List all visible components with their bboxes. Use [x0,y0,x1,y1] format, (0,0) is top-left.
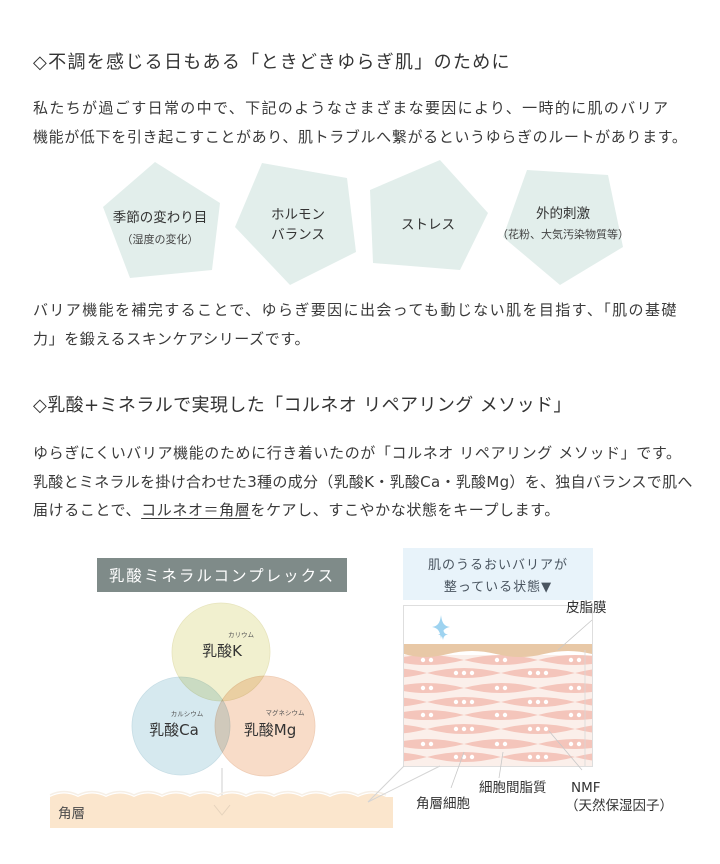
section2-heading: ◇乳酸+ミネラルで実現した「コルネオ リペアリング メソッド」 [33,395,572,416]
mineral-complex-diagram: 乳酸ミネラルコンプレックス 角層 カリウム 乳酸K カルシウム 乳酸Ca マグネ… [49,548,673,828]
body-line-3-prefix: 届けることで、 [33,501,142,520]
nmf-leader [548,730,583,771]
outro-line-1: バリア機能を補完することで、ゆらぎ要因に出会っても動じない肌を目指す、「肌の基礎 [33,301,678,319]
pentagon-shape [103,162,220,278]
pentagon-shape [503,170,623,285]
sparkle-small-icon [438,629,448,640]
circle-magnesium [214,675,316,777]
label-box [97,558,347,592]
corneocyte-leader [450,751,465,789]
body-line-3: 届けることで、コルネオ＝角層をケアし、すこやかな状態をキープします。 [33,496,693,525]
name-calcium: 乳酸Ca [149,721,199,739]
intro-line-2: 機能が低下を引き起こすことがあり、肌トラブルへ繋がるというゆらぎのルートがありま… [33,127,688,146]
factor-external: 外的刺激 （花粉、大気汚染物質等） [497,170,629,285]
body-line-2: 乳酸とミネラルを掛け合わせた3種の成分（乳酸K・乳酸Ca・乳酸Mg）を、独自バラ… [33,472,693,491]
section1-outro: バリア機能を補完することで、ゆらぎ要因に出会っても動じない肌を目指す、「肌の基礎… [33,296,678,353]
label-text: 乳酸ミネラルコンプレックス [109,567,335,585]
factor-title: 季節の変わり目 [113,209,208,226]
barrier-header: 肌のうるおいバリアが 整っている状態▼ [403,548,593,600]
venn-circles [131,602,316,777]
factor-hormone: ホルモン バランス [235,163,356,285]
sparkle-icon [432,615,450,639]
factor-sub: （花粉、大気汚染物質等） [497,227,629,241]
pentagon-shape [235,163,356,285]
ruby-magnesium: マグネシウム [266,708,306,717]
band-edge [49,790,387,796]
ruby-calcium: カルシウム [171,710,204,718]
header-line-1: 肌のうるおいバリアが [428,558,568,573]
factor-title: ストレス [401,217,455,233]
header-line-2: 整っている状態▼ [444,579,552,595]
stratum-corneum-band: 角層 [49,790,393,828]
name-potassium: 乳酸K [202,642,243,660]
label-corneocyte: 角層細胞 [416,796,470,812]
factor-title-line-2: バランス [271,227,325,243]
label-sebum: 皮脂膜 [566,600,607,616]
factor-title: 外的刺激 [536,206,590,222]
sebum-layer [404,644,592,657]
intro-line-1: 私たちが過ごす日常の中で、下記のようなさまざまな要因により、一時的に肌のバリア [33,99,670,117]
corneo-emphasis: コルネオ＝角層 [141,501,251,520]
label-lipid: 細胞間脂質 [479,780,547,796]
section1-heading: ◇不調を感じる日もある「ときどきゆらぎ肌」のために [33,52,511,73]
ragi-factors-graphic: 季節の変わり目 （湿度の変化） ホルモン バランス ストレス 外的刺激 （花粉、… [103,160,629,285]
body-line-3-suffix: をケアし、すこやかな状態をキープします。 [250,501,560,520]
band-shape [50,793,393,828]
factor-sub: （湿度の変化） [122,232,199,246]
ruby-potassium: カリウム [228,631,255,639]
body-line-1: ゆらぎにくいバリア機能のために行き着いたのが「コルネオ リペアリング メソッド」… [33,444,682,462]
header-box [403,548,593,600]
nmf-dots [420,657,582,760]
factor-stress: ストレス [370,160,488,270]
label-nmf-sub: （天然保湿因子） [565,797,673,814]
section2-body: ゆらぎにくいバリア機能のために行き着いたのが「コルネオ リペアリング メソッド」… [33,439,693,525]
name-magnesium: 乳酸Mg [244,721,296,739]
section1-intro: 私たちが過ごす日常の中で、下記のようなさまざまな要因により、一時的に肌のバリア … [33,94,688,151]
label-nmf: NMF [571,780,601,796]
outro-line-2: 力」を鍛えるスキンケアシリーズです。 [33,329,311,348]
band-label: 角層 [58,806,85,822]
zoom-connector-right [367,765,441,803]
factor-title-line-1: ホルモン [271,207,325,223]
zoom-connector-left [367,765,405,803]
sebum-leader [557,619,593,651]
arrow-head-icon [213,804,231,816]
skin-cross-section [403,605,593,767]
complex-label: 乳酸ミネラルコンプレックス [97,558,347,592]
pentagon-shape [370,160,488,270]
lipid-leader [498,751,504,779]
factor-seasonal: 季節の変わり目 （湿度の変化） [103,162,220,278]
